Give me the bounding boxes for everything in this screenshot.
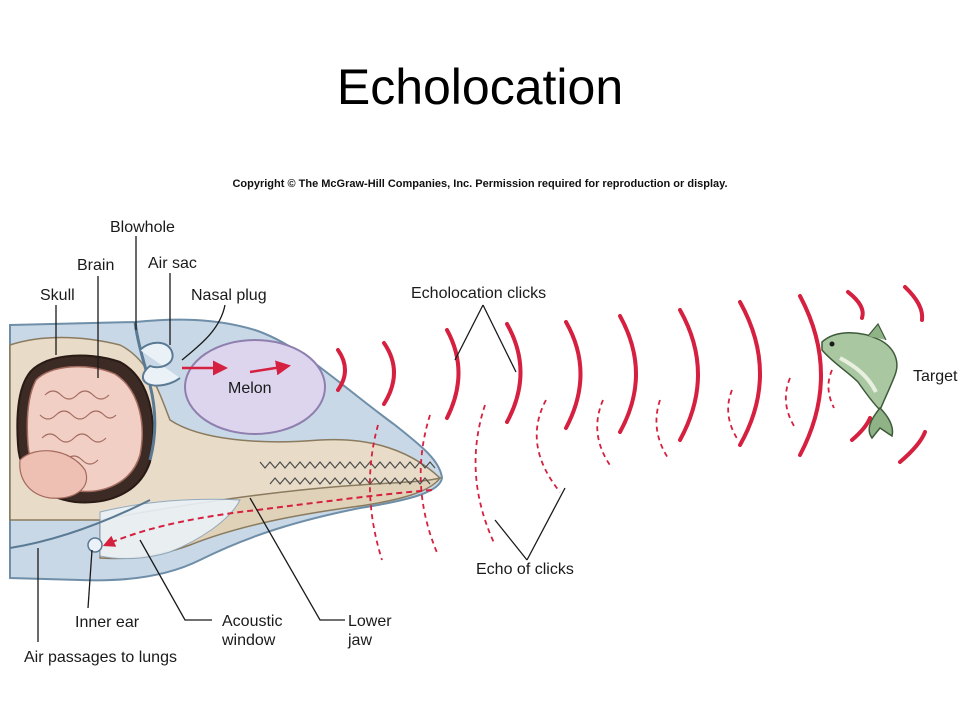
echo-arc <box>727 389 739 441</box>
click-arc <box>903 285 925 322</box>
click-arc <box>678 308 700 442</box>
leader-echo-b <box>526 487 566 561</box>
click-arc <box>846 290 865 320</box>
click-arc <box>850 416 872 442</box>
click-arc <box>564 320 583 430</box>
label-brain: Brain <box>77 257 114 274</box>
air-passage-line <box>9 499 151 549</box>
echo-arc <box>655 399 669 459</box>
acoustic-window <box>99 498 241 560</box>
fish-belly <box>839 356 878 393</box>
leader-clicks-a <box>454 304 484 361</box>
leader-echo-a <box>494 519 528 561</box>
label-acoustic-window-line2: window <box>221 632 276 649</box>
nasal-arrow-2 <box>249 360 291 376</box>
label-air-passages: Air passages to lungs <box>24 649 177 666</box>
label-inner-ear: Inner ear <box>75 614 140 631</box>
echo-arc <box>596 399 613 469</box>
slide-title: Echolocation <box>336 59 624 115</box>
air-sac <box>139 341 181 387</box>
copyright-notice: Copyright © The McGraw-Hill Companies, I… <box>232 178 728 190</box>
target-fish <box>821 322 898 440</box>
brain-folds <box>39 390 117 465</box>
leader-lines <box>37 236 566 642</box>
label-echolocation-clicks: Echolocation clicks <box>411 285 546 302</box>
cerebellum <box>19 450 88 499</box>
click-arc <box>445 328 461 420</box>
echo-arc <box>474 404 496 546</box>
leader-acoustic-window <box>139 539 212 621</box>
label-blowhole: Blowhole <box>110 219 175 236</box>
teeth <box>259 461 436 485</box>
label-lower-jaw-line2: jaw <box>347 632 372 649</box>
echo-arc <box>369 424 383 561</box>
dolphin-head <box>9 318 444 582</box>
label-lower-jaw-line1: Lower <box>348 613 392 630</box>
echo-arc <box>419 414 439 556</box>
label-melon: Melon <box>228 380 272 397</box>
leader-nasal-plug <box>181 304 226 361</box>
fish-tail <box>868 406 894 440</box>
diagram-labels: Blowhole Brain Air sac Skull Nasal plug … <box>24 219 958 666</box>
leader-clicks-b <box>482 304 517 373</box>
echo-arc <box>784 377 795 427</box>
echolocation-click-waves <box>336 285 927 464</box>
label-target: Target <box>913 368 958 385</box>
fish-dorsal-fin <box>867 322 887 341</box>
click-arc <box>505 322 523 424</box>
fish-eye <box>829 341 835 347</box>
echo-path-arrow <box>102 489 433 547</box>
echo-arc <box>535 399 561 493</box>
inner-ear <box>87 537 103 553</box>
click-arc <box>382 341 396 406</box>
echo-waves <box>369 369 835 561</box>
leader-lower-jaw <box>249 497 345 621</box>
echo-arc <box>827 369 835 409</box>
click-arc <box>798 294 823 457</box>
click-arc <box>738 300 762 447</box>
click-arc <box>618 314 638 434</box>
label-skull: Skull <box>40 287 75 304</box>
label-nasal-plug: Nasal plug <box>191 287 267 304</box>
label-air-sac: Air sac <box>148 255 197 272</box>
click-arc <box>898 430 927 464</box>
click-arc <box>336 348 347 392</box>
leader-inner-ear <box>87 549 93 609</box>
label-acoustic-window-line1: Acoustic <box>222 613 282 630</box>
label-echo-of-clicks: Echo of clicks <box>476 561 574 578</box>
